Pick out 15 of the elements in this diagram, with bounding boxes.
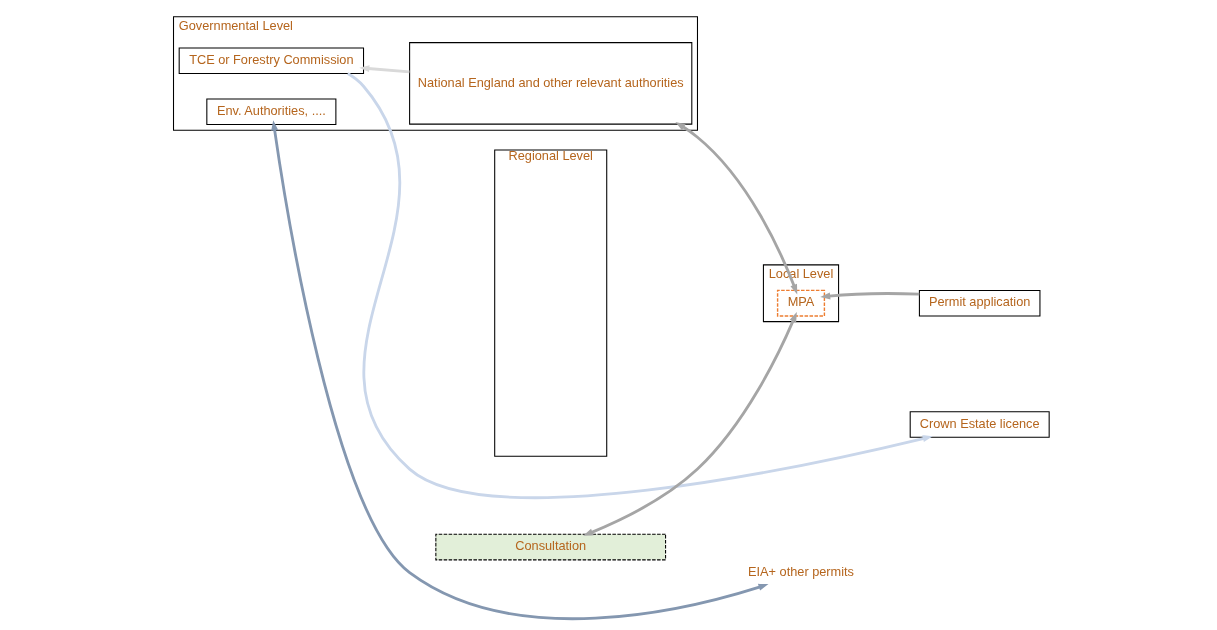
node-box: Env. Authorities, .... (206, 98, 337, 126)
node-text: EIA+ other permits (748, 563, 854, 579)
node-box: Permit application (918, 289, 1041, 317)
arrow (346, 72, 933, 499)
node-box: TCE or Forestry Commission (178, 47, 365, 74)
node-box: MPA (776, 289, 826, 317)
node-box: Consultation (435, 533, 667, 561)
node-box: National England and other relevant authorities (409, 42, 693, 125)
node-box: Regional Level (494, 149, 608, 457)
arrow (271, 120, 769, 620)
arrow (675, 122, 798, 295)
arrow (820, 292, 920, 300)
arrow (359, 65, 410, 74)
node-box: Crown Estate licence (909, 411, 1050, 438)
arrow (583, 312, 797, 536)
